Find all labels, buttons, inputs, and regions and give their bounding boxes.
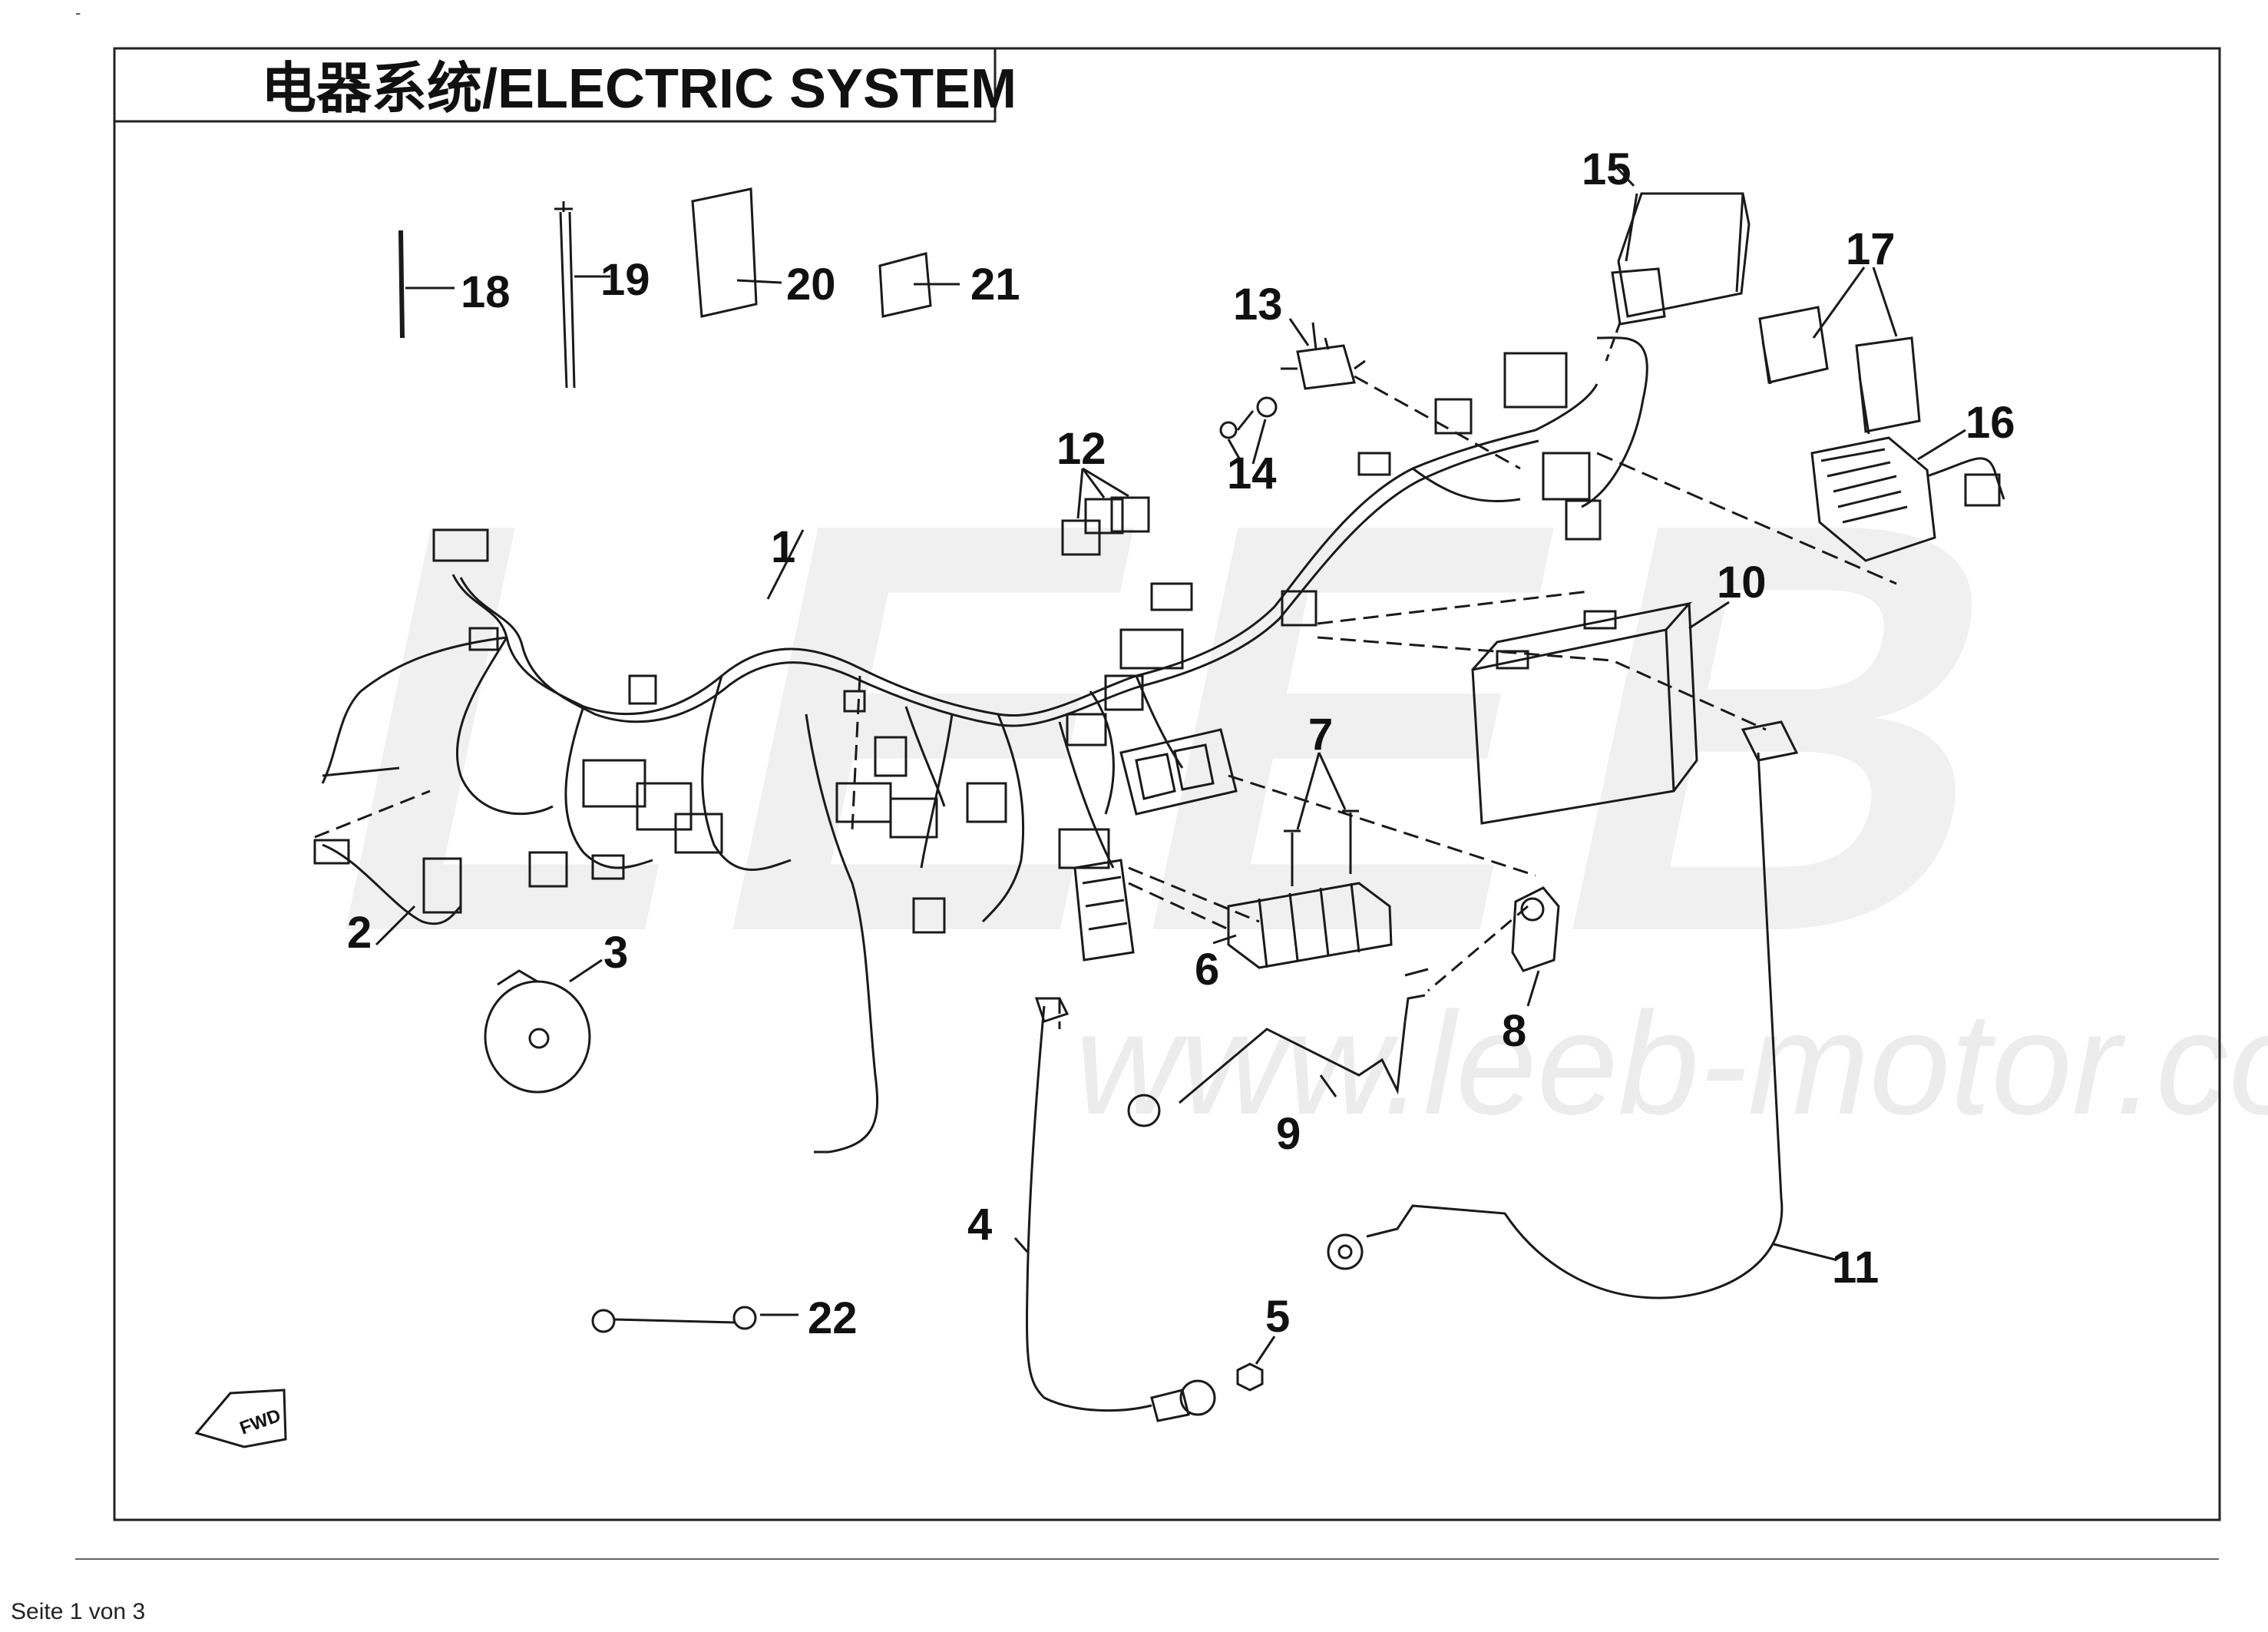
part-8-starter-relay (1404, 886, 1560, 1007)
part-7-bolts (1284, 752, 1359, 886)
callout-20: 20 (786, 260, 836, 310)
part-drawings (194, 160, 2005, 1448)
part-1-main-harness (321, 336, 1648, 1154)
callout-10: 10 (1717, 558, 1767, 607)
callout-22: 22 (808, 1293, 858, 1343)
callout-21: 21 (970, 260, 1020, 310)
callout-16: 16 (1965, 398, 2015, 448)
callout-6: 6 (1195, 945, 1219, 995)
title-box: 电器系统/ELECTRIC SYSTEM (114, 47, 1017, 123)
callout-1: 1 (771, 522, 795, 572)
part-12-relays (1061, 467, 1150, 556)
callout-13: 13 (1233, 280, 1283, 329)
callout-19: 19 (600, 255, 650, 305)
watermark-url: www.leeb-motor.com (1075, 982, 2268, 1145)
callout-11: 11 (1832, 1243, 1879, 1293)
callout-8: 8 (1502, 1006, 1526, 1056)
page-title: 电器系统/ELECTRIC SYSTEM (261, 58, 1017, 120)
part-6-regulator (1212, 882, 1393, 969)
part-22-ground-strap (591, 1306, 798, 1333)
callout-3: 3 (603, 928, 628, 978)
part-2-switch (313, 839, 462, 946)
part-18-cable-tie (398, 230, 455, 339)
part-3-horn (484, 958, 603, 1094)
part-5-nut (1236, 1336, 1276, 1392)
callout-14: 14 (1227, 449, 1277, 498)
watermark: LEEB www.leeb-motor.com (280, 401, 2268, 1145)
part-4-sensor-cable (1013, 997, 1216, 1422)
dash-leaders (314, 590, 1767, 1029)
part-19-strap (554, 201, 610, 389)
callout-5: 5 (1265, 1292, 1290, 1342)
callout-15: 15 (1582, 144, 1632, 194)
part-17-covers (1758, 266, 1921, 435)
watermark-brand: LEEB (280, 401, 2098, 1053)
callout-9: 9 (1276, 1109, 1301, 1159)
part-16-regulator (1596, 429, 2005, 585)
corner-mark: - (75, 3, 81, 22)
callout-labels: 1 2 3 4 5 6 7 8 9 10 11 12 13 14 15 16 1… (347, 144, 2015, 1343)
part-20-card (691, 187, 782, 318)
part-13-sensor (1219, 318, 1521, 470)
callout-2: 2 (347, 908, 372, 958)
part-11-ground-cable (1327, 720, 1836, 1299)
callout-18: 18 (461, 267, 511, 317)
part-21-card (878, 252, 960, 318)
page-footer: Seite 1 von 3 (11, 1599, 146, 1624)
part-10-battery (1471, 601, 1730, 825)
fwd-arrow-icon (194, 1389, 287, 1448)
part-9-cable (1127, 994, 1426, 1127)
callout-12: 12 (1056, 424, 1106, 474)
callout-17: 17 (1846, 224, 1896, 274)
part-15-ecu (1605, 160, 1751, 362)
diagram-frame (113, 47, 2221, 1521)
callout-4: 4 (967, 1200, 992, 1250)
callout-7: 7 (1308, 710, 1333, 760)
fwd-label: FWD (237, 1405, 284, 1439)
